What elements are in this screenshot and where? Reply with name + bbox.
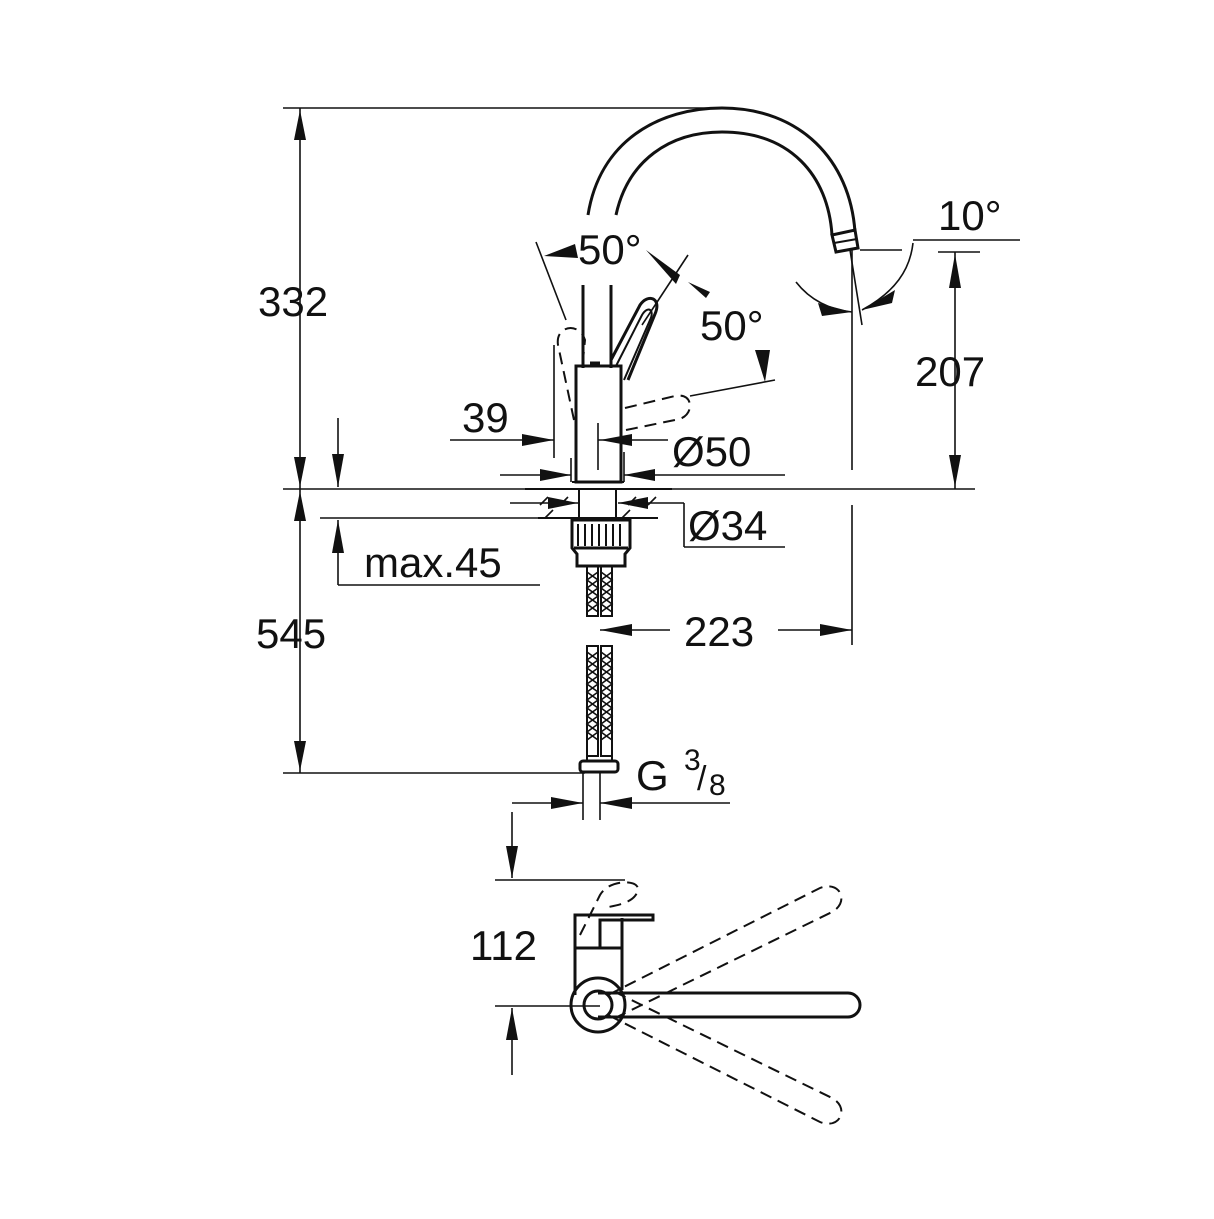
spout [586, 106, 860, 254]
dim-diameter-50-label: Ø50 [672, 428, 751, 475]
dimension-39: 39 [450, 345, 555, 458]
body-width-arrows [500, 452, 785, 482]
dim-112-label: 112 [470, 922, 537, 969]
dim-diameter-34-label: Ø34 [688, 502, 767, 549]
thread-slash: / [697, 760, 707, 798]
dim-39-label: 39 [462, 394, 509, 441]
dimension-332: 332 [258, 108, 328, 489]
dimension-545: 545 [256, 489, 326, 773]
counter-section [525, 481, 672, 519]
dimension-max45: max.45 [332, 418, 540, 586]
lever-dashed [556, 327, 691, 431]
thread-g-label: G [636, 752, 669, 799]
lever-solid [609, 296, 659, 381]
mounting-nut [570, 518, 632, 568]
dim-223-label: 223 [684, 608, 754, 655]
dimension-50deg-left: 50° [535, 226, 710, 326]
dim-545-label: 545 [256, 610, 326, 657]
dimension-diameter-34: Ø34 [510, 497, 785, 549]
dimension-207: 207 [915, 251, 985, 489]
spout-angle-line [849, 249, 863, 326]
dim-332-label: 332 [258, 278, 328, 325]
thread-denominator: 8 [709, 769, 726, 802]
dimension-diameter-50: Ø50 [597, 423, 751, 475]
dim-207-label: 207 [915, 348, 985, 395]
dimension-223: 223 [600, 505, 853, 655]
top-view [569, 881, 862, 1125]
thread-numerator: 3 [684, 744, 701, 777]
dim-10deg-label: 10° [938, 192, 1002, 239]
reference-lines [283, 107, 975, 774]
dimension-connection-thread: G 3 / 8 [512, 744, 730, 820]
supply-hoses-upper [585, 565, 614, 617]
dim-max45-label: max.45 [364, 539, 502, 586]
dimension-112: 112 [470, 812, 625, 1075]
supply-hoses-lower [578, 645, 620, 774]
dimension-50deg-right: 50° [689, 302, 776, 397]
dimension-10deg: 10° [795, 192, 1020, 316]
dim-50deg-left-label: 50° [578, 226, 642, 273]
dim-50deg-right-label: 50° [700, 302, 764, 349]
